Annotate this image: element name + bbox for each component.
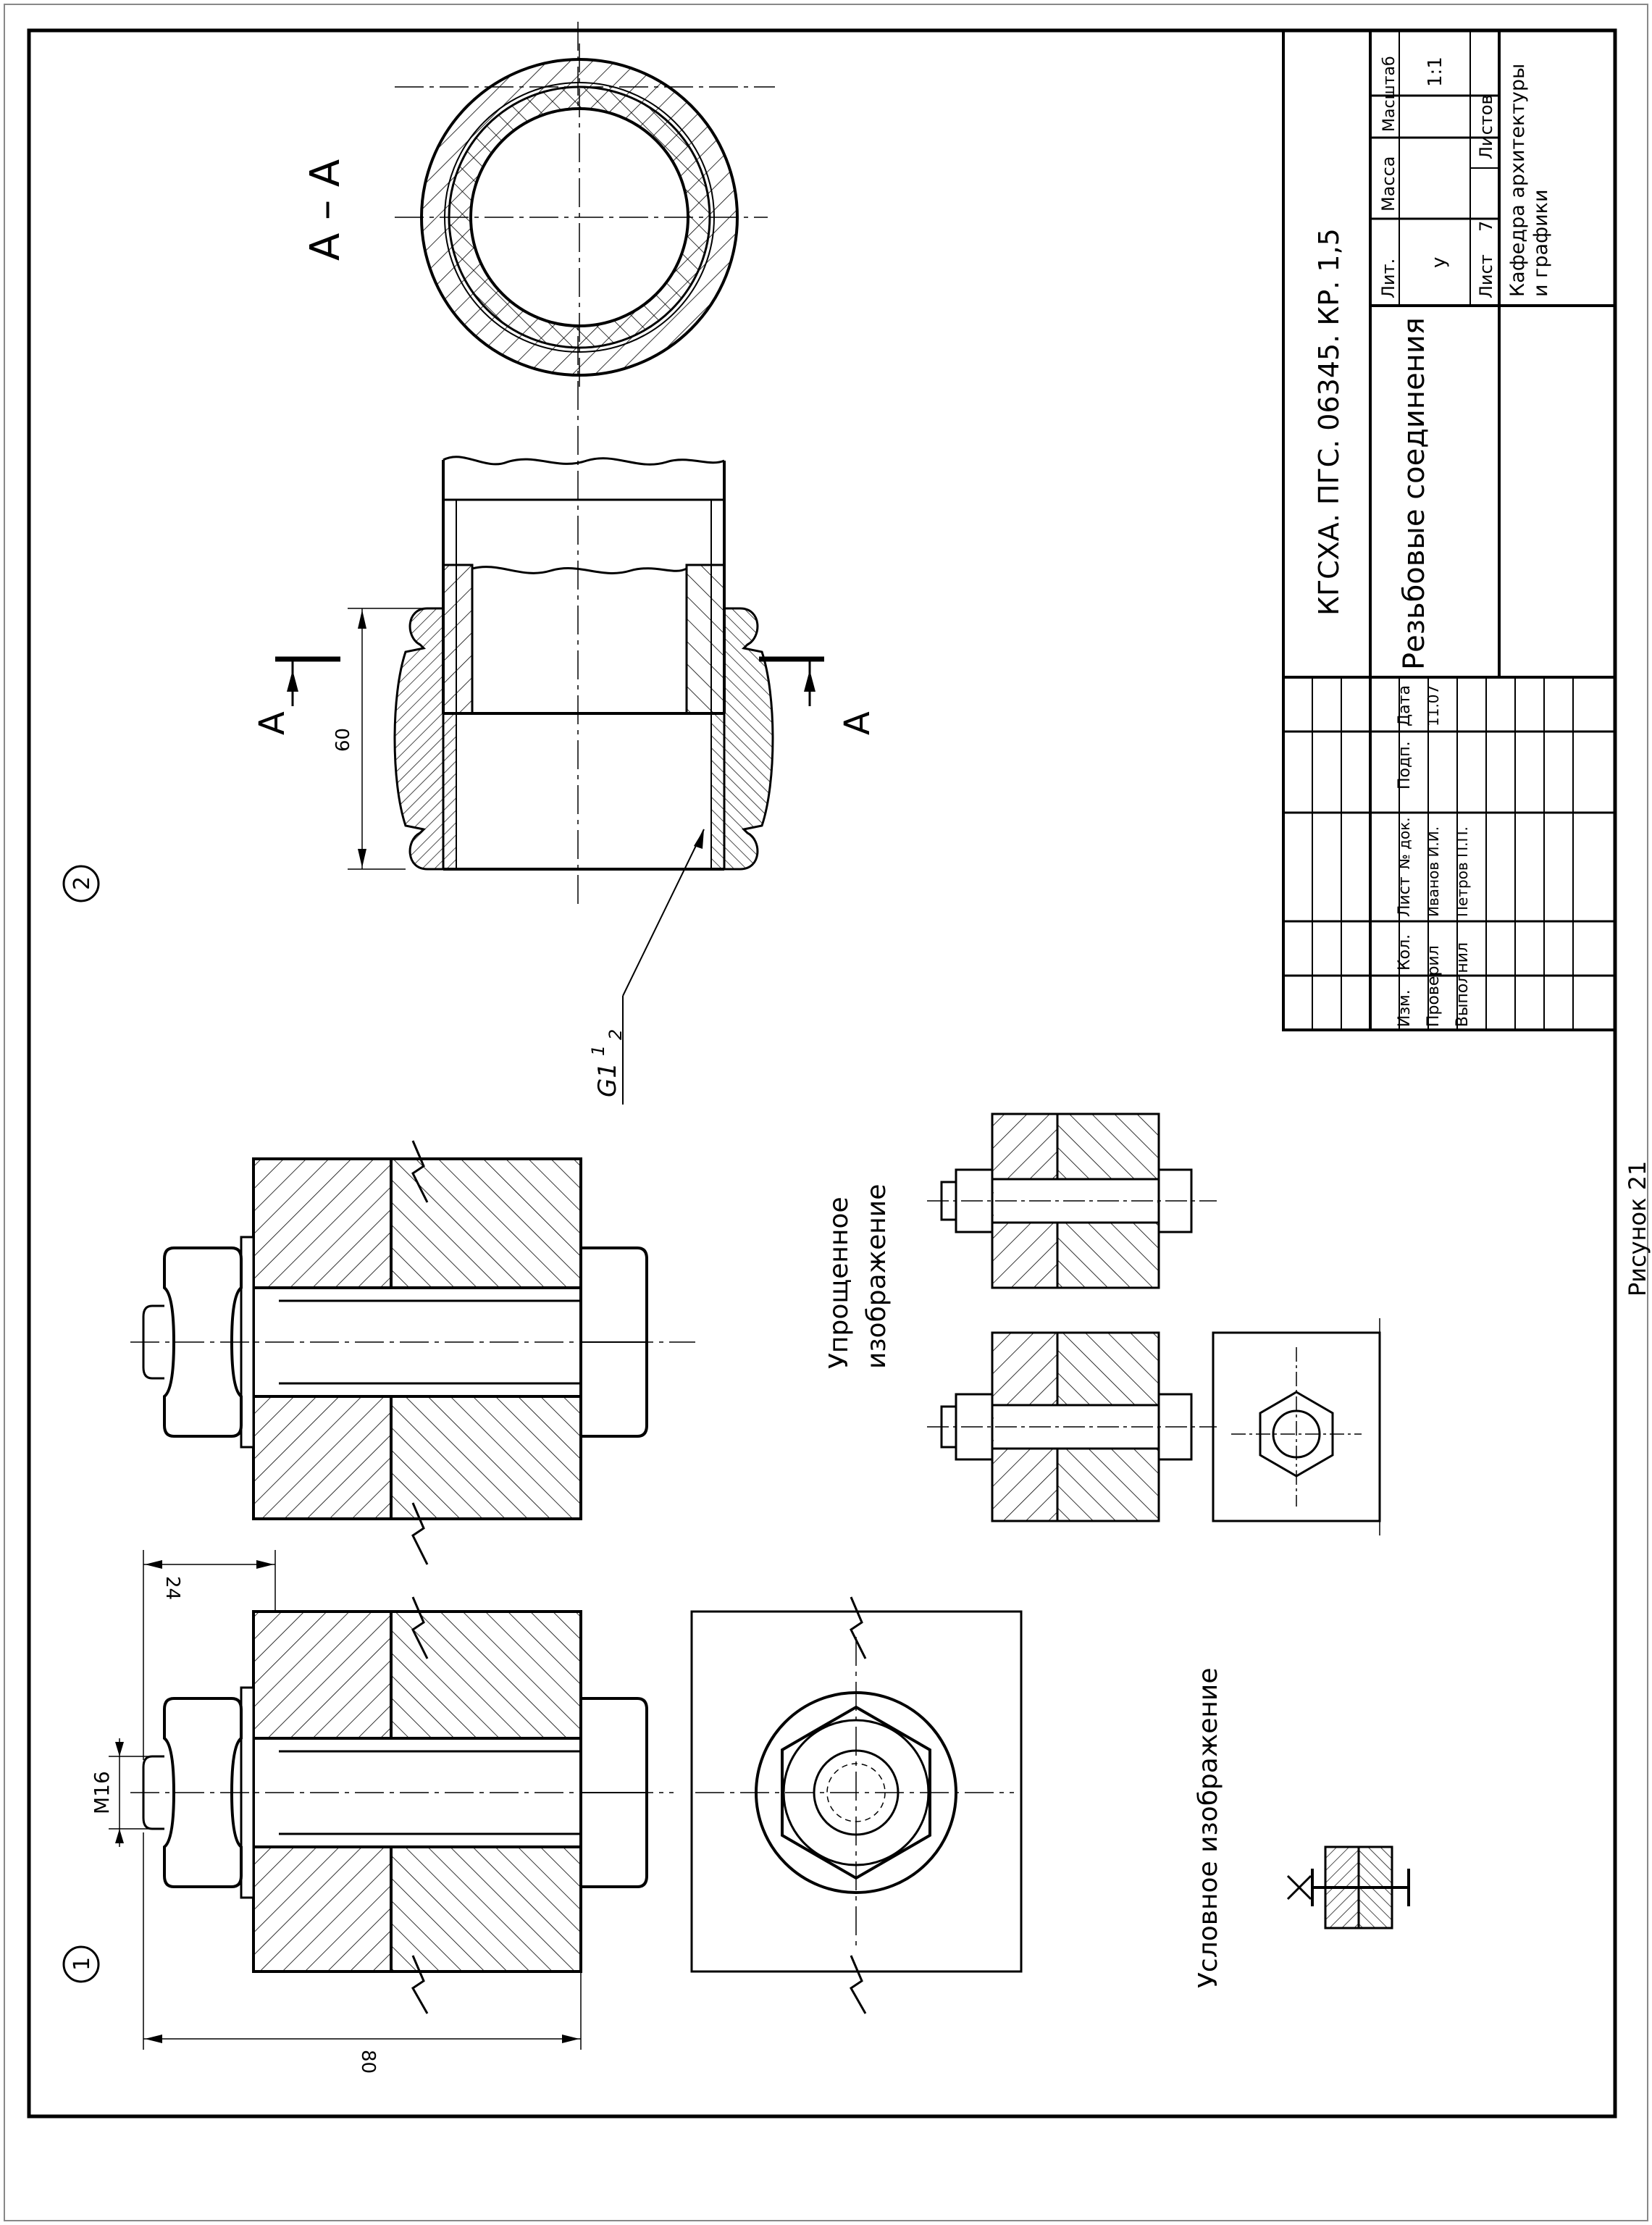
pipe-height-dim: 60 [332,728,354,752]
simplified-label-1: Упрощенное [824,1197,854,1369]
title-block [1282,29,1617,1031]
conventional-symbol [1286,1845,1410,1929]
simplified-view-upper [927,1112,1217,1289]
section-letter-left: А [252,711,293,735]
sheet-value: 7 [1476,221,1496,232]
simplified-label-2: изображение [862,1184,892,1369]
view-number-1: 1 [62,1945,100,1983]
section-aa-title: А – А [302,159,349,261]
section-aa-view [395,22,775,905]
department-line-1: Кафедра архитектуры [1506,64,1529,297]
bolt-length-dim: 80 [357,2050,379,2074]
figure-caption: Рисунок 21 [1624,1161,1651,1296]
bolt-protrusion-dim: 24 [162,1576,183,1600]
thread-designation: G1 1 2 [588,1029,626,1097]
author-label: Выполнил [1454,942,1472,1027]
col-header-list: Лист [1396,876,1414,917]
bolt-joint-view-2 [130,1140,695,1565]
section-letter-right: А [837,711,878,735]
sheet-label: Лист [1476,254,1496,298]
col-header-sign: Подп. [1396,741,1414,789]
mass-label: Масса [1378,156,1399,211]
svg-text:1: 1 [70,1957,95,1971]
drawing-title: Резьбовые соединения [1398,317,1431,670]
date-value: 11.07 [1425,685,1442,726]
scale-label: Масштаб [1380,56,1399,132]
checked-name: Иванов И.И. [1425,826,1442,917]
sheet-frame [27,28,1617,2119]
lit-label: Лит. [1378,259,1399,298]
view-number-2: 2 [62,865,100,902]
checked-label: Проверил [1425,945,1443,1027]
sheets-label: Листов [1476,94,1496,159]
col-header-date: Дата [1396,685,1414,726]
author-name: Петров П.П. [1454,826,1471,917]
col-header-izm: Изм. [1396,989,1414,1027]
lit-value: у [1428,257,1450,268]
simplified-view-lower [927,1331,1217,1522]
svg-text:G1: G1 [593,1063,622,1097]
bolt-diameter-dim: M16 [90,1771,114,1814]
sheet-outer-border [4,4,1648,2221]
conventional-label: Условное изображение [1194,1668,1223,1988]
col-header-kol: Кол. [1396,934,1414,971]
col-header-doc: № док. [1396,817,1413,869]
svg-text:2: 2 [605,1029,626,1040]
pipe-coupling-view [275,456,824,1105]
bolt-joint-view-1 [109,1550,674,2050]
bolt-plan-view [690,1596,1023,2014]
simplified-plan-view [1212,1318,1381,1535]
scale-value: 1:1 [1425,56,1446,87]
title-block-texts: КГСХА. ПГС. 06345. КР. 1,5 Резьбовые сое… [1313,56,1552,1027]
svg-text:1: 1 [588,1045,608,1056]
svg-text:2: 2 [70,876,95,890]
department-line-2: и графики [1530,190,1552,298]
drawing-number: КГСХА. ПГС. 06345. КР. 1,5 [1313,228,1345,616]
